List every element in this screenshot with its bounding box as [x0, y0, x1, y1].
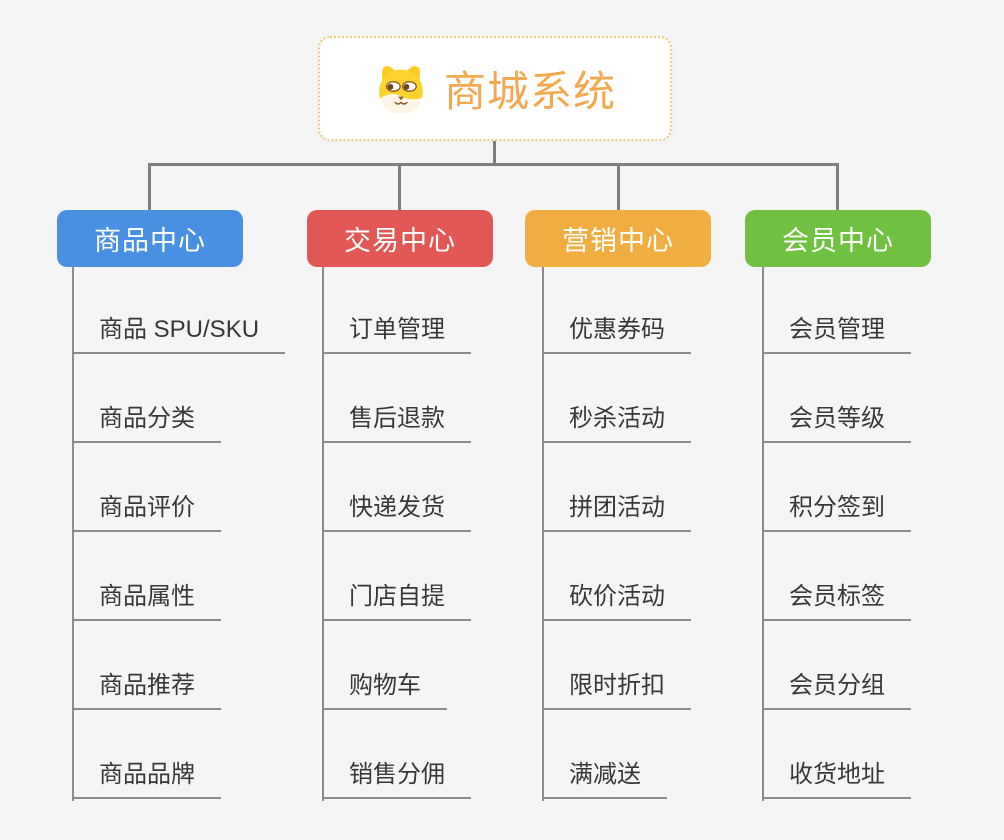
leaf-node[interactable]: 砍价活动 [542, 582, 691, 621]
root-node-title: 商城系统 [443, 68, 616, 115]
leaf-node[interactable]: 快递发货 [322, 493, 471, 532]
branch-connector-line [148, 163, 151, 210]
branch-label: 营销中心 [562, 226, 674, 256]
dog-face-icon [379, 65, 423, 113]
leaf-node[interactable]: 满减送 [542, 760, 667, 799]
branch-spine-line [72, 267, 74, 801]
leaf-node[interactable]: 会员管理 [762, 315, 911, 354]
leaf-node[interactable]: 购物车 [322, 671, 447, 710]
branch-children-marketing-center: 优惠券码 秒杀活动 拼团活动 砍价活动 限时折扣 满减送 [542, 267, 802, 799]
branch-node-trade-center[interactable]: 交易中心 [307, 210, 493, 267]
branch-label: 会员中心 [782, 226, 894, 256]
branch-connector-line [617, 163, 620, 210]
leaf-node[interactable]: 商品品牌 [72, 760, 221, 799]
branch-node-product-center[interactable]: 商品中心 [57, 210, 243, 267]
leaf-node[interactable]: 积分签到 [762, 493, 911, 532]
branch-node-member-center[interactable]: 会员中心 [745, 210, 931, 267]
leaf-node[interactable]: 订单管理 [322, 315, 471, 354]
trunk-connector-line [148, 163, 839, 166]
branch-spine-line [542, 267, 544, 801]
leaf-node[interactable]: 会员等级 [762, 404, 911, 443]
leaf-node[interactable]: 商品分类 [72, 404, 221, 443]
leaf-node[interactable]: 商品评价 [72, 493, 221, 532]
leaf-node[interactable]: 收货地址 [762, 760, 911, 799]
branch-label: 交易中心 [344, 226, 456, 256]
branch-label: 商品中心 [94, 226, 206, 256]
leaf-node[interactable]: 商品 SPU/SKU [72, 315, 286, 354]
root-connector-line [493, 141, 496, 166]
leaf-node[interactable]: 秒杀活动 [542, 404, 691, 443]
leaf-node[interactable]: 售后退款 [322, 404, 471, 443]
leaf-node[interactable]: 会员标签 [762, 582, 911, 621]
leaf-node[interactable]: 会员分组 [762, 671, 911, 710]
branch-node-marketing-center[interactable]: 营销中心 [525, 210, 711, 267]
branch-connector-line [398, 163, 401, 210]
leaf-node[interactable]: 商品属性 [72, 582, 221, 621]
branch-connector-line [836, 163, 839, 210]
leaf-node[interactable]: 优惠券码 [542, 315, 691, 354]
branch-children-product-center: 商品 SPU/SKU 商品分类 商品评价 商品属性 商品推荐 商品品牌 [72, 267, 332, 799]
root-node-mall-system[interactable]: 商城系统 [318, 36, 672, 141]
leaf-node[interactable]: 销售分佣 [322, 760, 471, 799]
leaf-node[interactable]: 商品推荐 [72, 671, 221, 710]
branch-children-member-center: 会员管理 会员等级 积分签到 会员标签 会员分组 收货地址 [762, 267, 1004, 799]
branch-spine-line [762, 267, 764, 801]
leaf-node[interactable]: 门店自提 [322, 582, 471, 621]
leaf-node[interactable]: 拼团活动 [542, 493, 691, 532]
leaf-node[interactable]: 限时折扣 [542, 671, 691, 710]
branch-spine-line [322, 267, 324, 801]
branch-children-trade-center: 订单管理 售后退款 快递发货 门店自提 购物车 销售分佣 [322, 267, 582, 799]
